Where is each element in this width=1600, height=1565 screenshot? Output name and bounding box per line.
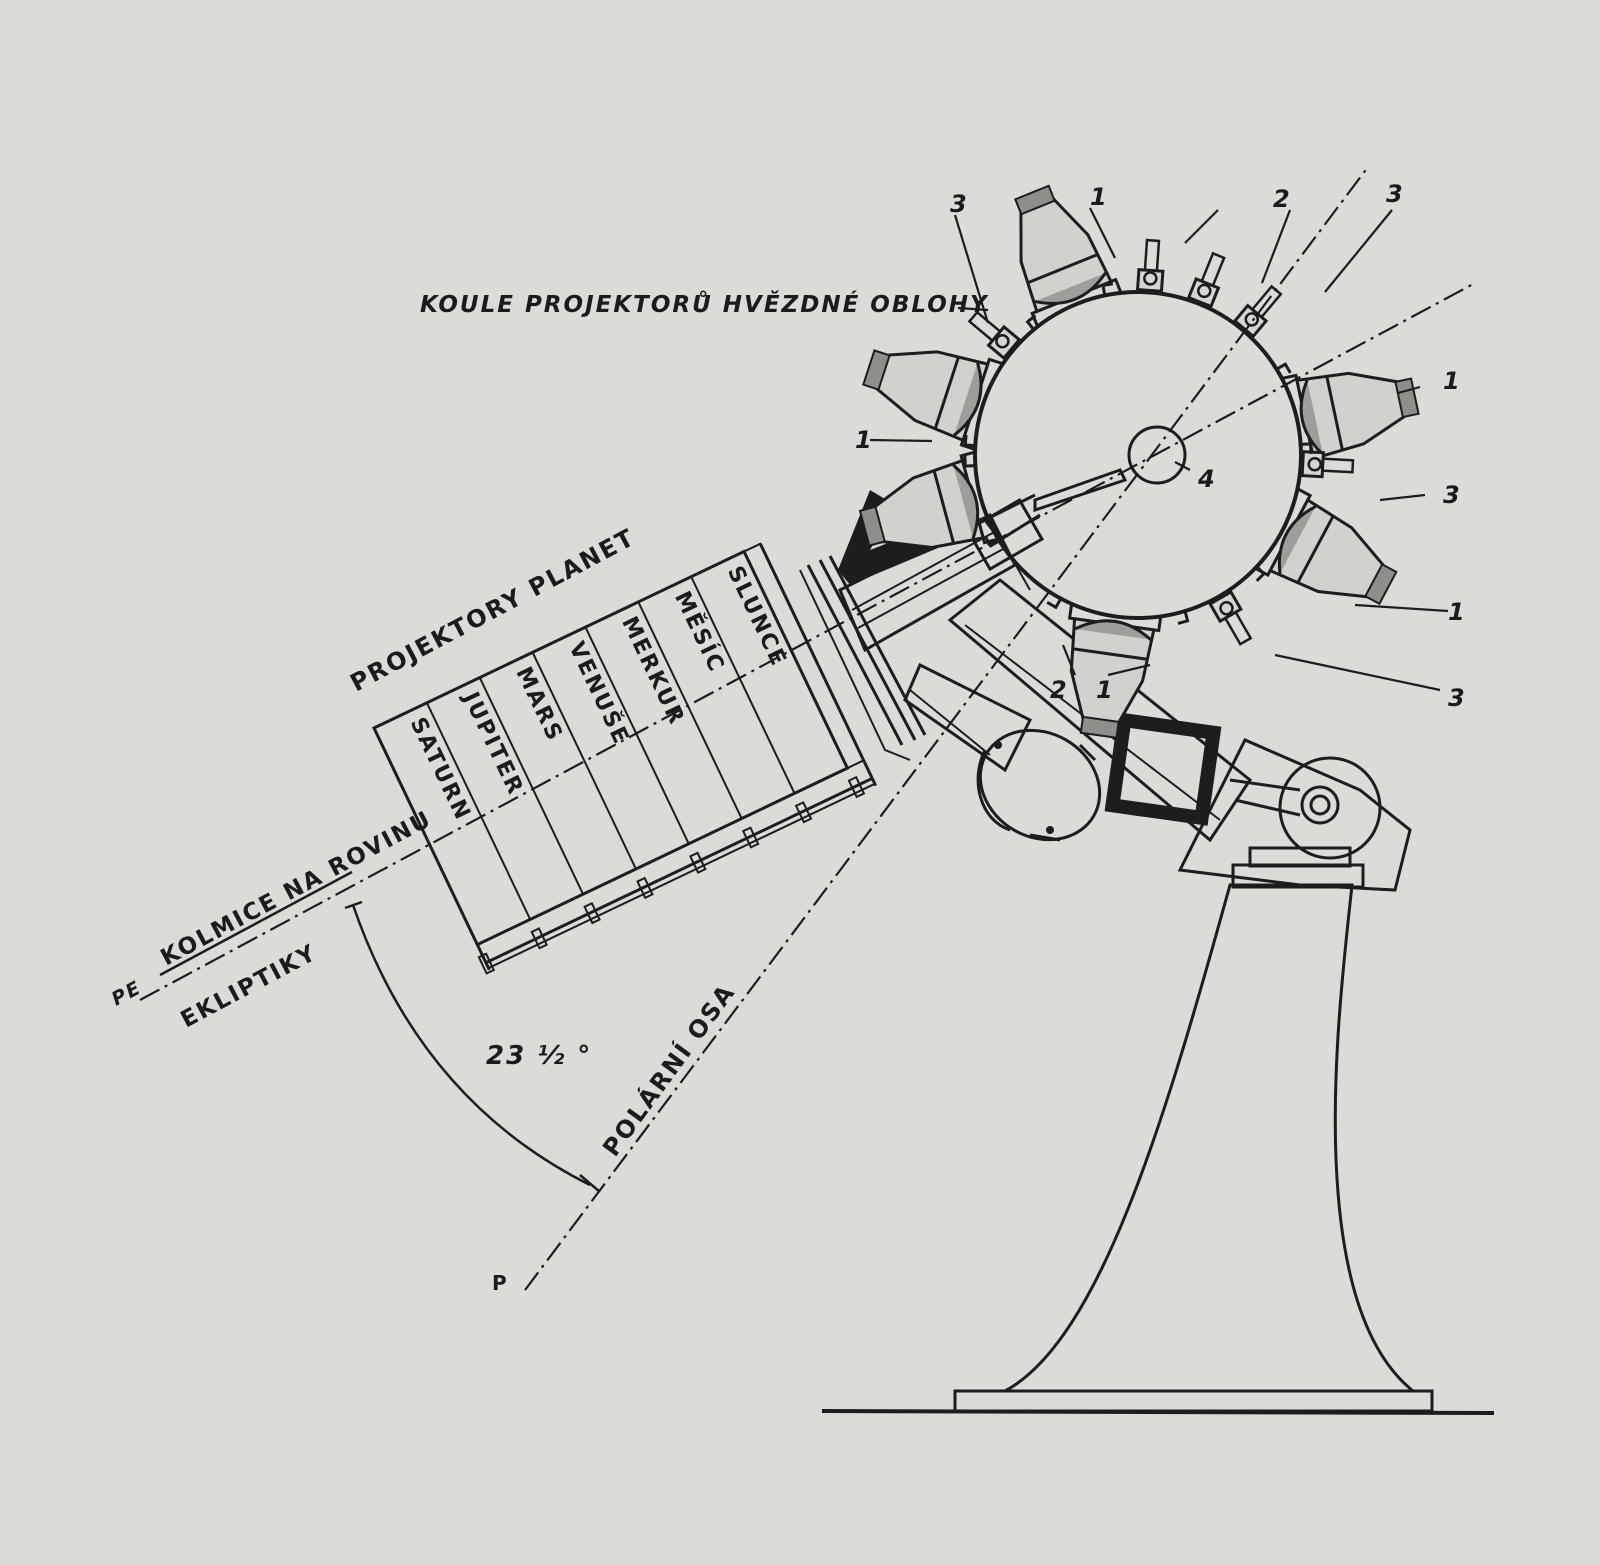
rim-bracket-9 [963,455,978,468]
callout-1-top: 1 [1090,183,1107,211]
callout-3-top-left: 3 [950,190,967,218]
polar-axis-label: POLÁRNÍ OSA [596,978,741,1162]
rim-bracket-6 [1177,608,1190,625]
callout-1-right-upper: 1 [1443,367,1460,395]
star-projector-4 [1281,371,1420,468]
callout-2-top: 2 [1273,185,1290,213]
angle-label: 23 ½ ° [486,1041,592,1071]
frame-block [1104,712,1222,826]
rim-bracket-1 [1025,314,1037,333]
drive-wheel [1278,756,1382,860]
callout-1-right-lower: 1 [1448,598,1465,626]
pe-marker: PE [108,976,146,1010]
small-lamp-2 [1135,238,1165,293]
p-marker: P [492,1271,509,1295]
planet-label-mars: MARS [510,663,567,746]
planet-label-měsíc: MĚSÍC [669,587,730,677]
small-lamp-3 [1186,251,1226,309]
small-lamp-1 [967,310,1022,361]
star-projector-2 [862,349,1004,451]
rim-bracket-7 [1046,596,1064,610]
small-lamp-5 [1300,450,1355,479]
motor-drum [976,728,1102,842]
callout-3-right: 3 [1443,481,1460,509]
polar-axis-line [524,166,1369,1291]
angle-arc [351,904,591,1187]
sphere-body [973,290,1303,620]
rim-bracket-10 [963,434,978,448]
star-sphere-label: KOULE PROJEKTORŮ HVĚZDNÉ OBLOHY [420,290,989,318]
cradle-assembly [1177,738,1412,892]
axes [139,166,1476,1291]
callout-3-bottom-right: 3 [1448,684,1465,712]
rim-bracket-2 [1101,282,1114,298]
ecliptic-normal-line [139,282,1476,1001]
star-projector-1 [1013,184,1123,327]
pedestal-base-plate [953,1389,1434,1413]
small-lamp-6 [1208,589,1253,646]
callout-4-center: 4 [1197,465,1215,493]
rim-bracket-3 [1274,362,1292,374]
star-projector-5 [1254,487,1398,606]
rim-bracket-5 [1254,564,1266,582]
callout-1-left: 1 [855,426,872,454]
pedestal-column [1004,883,1414,1393]
rim-bracket-8 [984,536,1002,548]
star-projector-sphere [858,184,1420,739]
center-element-4 [1127,425,1187,485]
leader-lines [869,207,1449,692]
callout-2-bottom: 2 [1050,676,1067,704]
star-projector-3 [858,450,999,550]
rim-bracket-4 [1298,442,1313,455]
callout-1-bottom: 1 [1096,676,1113,704]
callout-3-top-right: 3 [1386,180,1403,208]
